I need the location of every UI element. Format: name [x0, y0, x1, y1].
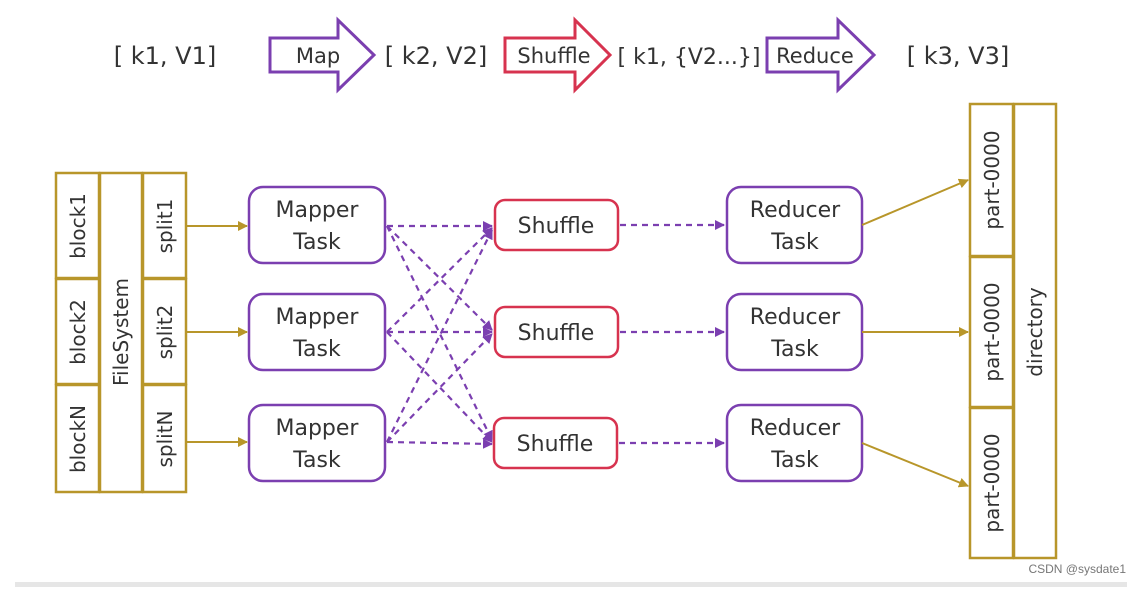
- part-label-3: part-0000: [980, 433, 1004, 532]
- dashed-arrow: [386, 227, 493, 333]
- directory-label: directory: [1023, 287, 1047, 377]
- map-arrow-label: Map: [296, 44, 340, 68]
- split-label-1: split1: [153, 199, 177, 254]
- kv-input-label: [ k1, V1]: [114, 42, 216, 70]
- reducer-task-2: Reducer Task: [725, 292, 864, 372]
- shuffle-node-label: Shuffle: [518, 321, 595, 346]
- part-cell-1: [968, 102, 1015, 258]
- reducer-task-label-line1: Reducer: [750, 198, 841, 223]
- block-cell-3: [54, 383, 101, 494]
- split-cell-2: [141, 277, 188, 386]
- kv-after-shuffle-label: [ k1, {V2...}]: [618, 45, 761, 70]
- mapper-task-label-line2: Task: [292, 448, 341, 473]
- reducer-to-output-arrow-3: [861, 442, 969, 488]
- mapper-task-label-line2: Task: [292, 230, 341, 255]
- reducer-to-output-arrow-1: [861, 178, 969, 226]
- shuffle-node-3: Shuffle: [492, 416, 619, 470]
- shuffle-arrow: Shuffle: [503, 16, 613, 94]
- reducer-task-label-line1: Reducer: [750, 305, 841, 330]
- shuffle-node-label: Shuffle: [518, 214, 595, 239]
- part-label-1: part-0000: [980, 130, 1004, 229]
- shuffle-node-label: Shuffle: [517, 432, 594, 457]
- mapper-task-2: Mapper Task: [247, 292, 387, 372]
- mapper-task-label-line1: Mapper: [276, 305, 360, 330]
- dashed-arrow: [386, 225, 493, 441]
- mapper-task-label-line1: Mapper: [276, 198, 360, 223]
- reducer-task-label-line2: Task: [770, 448, 819, 473]
- dashed-arrow: [386, 438, 493, 449]
- reducer-task-1: Reducer Task: [725, 185, 864, 265]
- shuffle-arrow-label: Shuffle: [517, 44, 590, 68]
- mapper-shuffle-connections: [386, 221, 493, 449]
- reducer-task-label-line2: Task: [770, 230, 819, 255]
- mapper-task-3: Mapper Task: [247, 403, 387, 483]
- bottom-divider: [15, 582, 1127, 587]
- mapper-task-label-line1: Mapper: [276, 416, 360, 441]
- reducer-task-label-line2: Task: [770, 337, 819, 362]
- split-cell-3: [141, 383, 188, 494]
- shuffle-node-1: Shuffle: [493, 198, 620, 252]
- kv-after-map-label: [ k2, V2]: [385, 42, 487, 70]
- reduce-arrow: Reduce: [765, 16, 877, 94]
- split-label-3: splitN: [153, 410, 177, 467]
- reduce-arrow-label: Reduce: [776, 44, 854, 68]
- output-storage: [968, 102, 1058, 560]
- reducer-task-label-line1: Reducer: [750, 416, 841, 441]
- shuffle-node-2: Shuffle: [493, 305, 620, 359]
- kv-output-label: [ k3, V3]: [907, 42, 1009, 70]
- part-label-2: part-0000: [980, 282, 1004, 381]
- watermark: CSDN @sysdate1: [1028, 562, 1126, 576]
- block-label-2: block2: [66, 299, 90, 365]
- input-storage: [54, 171, 188, 494]
- dashed-arrow: [386, 225, 493, 331]
- reducer-task-3: Reducer Task: [725, 403, 864, 483]
- dashed-arrow: [386, 331, 493, 443]
- block-label-3: blockN: [66, 405, 90, 473]
- mapper-task-label-line2: Task: [292, 337, 341, 362]
- mapper-task-1: Mapper Task: [247, 185, 387, 265]
- map-arrow: Map: [268, 16, 377, 94]
- split-label-2: split2: [153, 305, 177, 360]
- directory-cell: [1012, 102, 1058, 560]
- dashed-arrow: [386, 333, 493, 443]
- filesystem-label: FileSystem: [109, 278, 133, 386]
- dashed-arrow: [386, 229, 493, 443]
- block-label-1: block1: [66, 193, 90, 259]
